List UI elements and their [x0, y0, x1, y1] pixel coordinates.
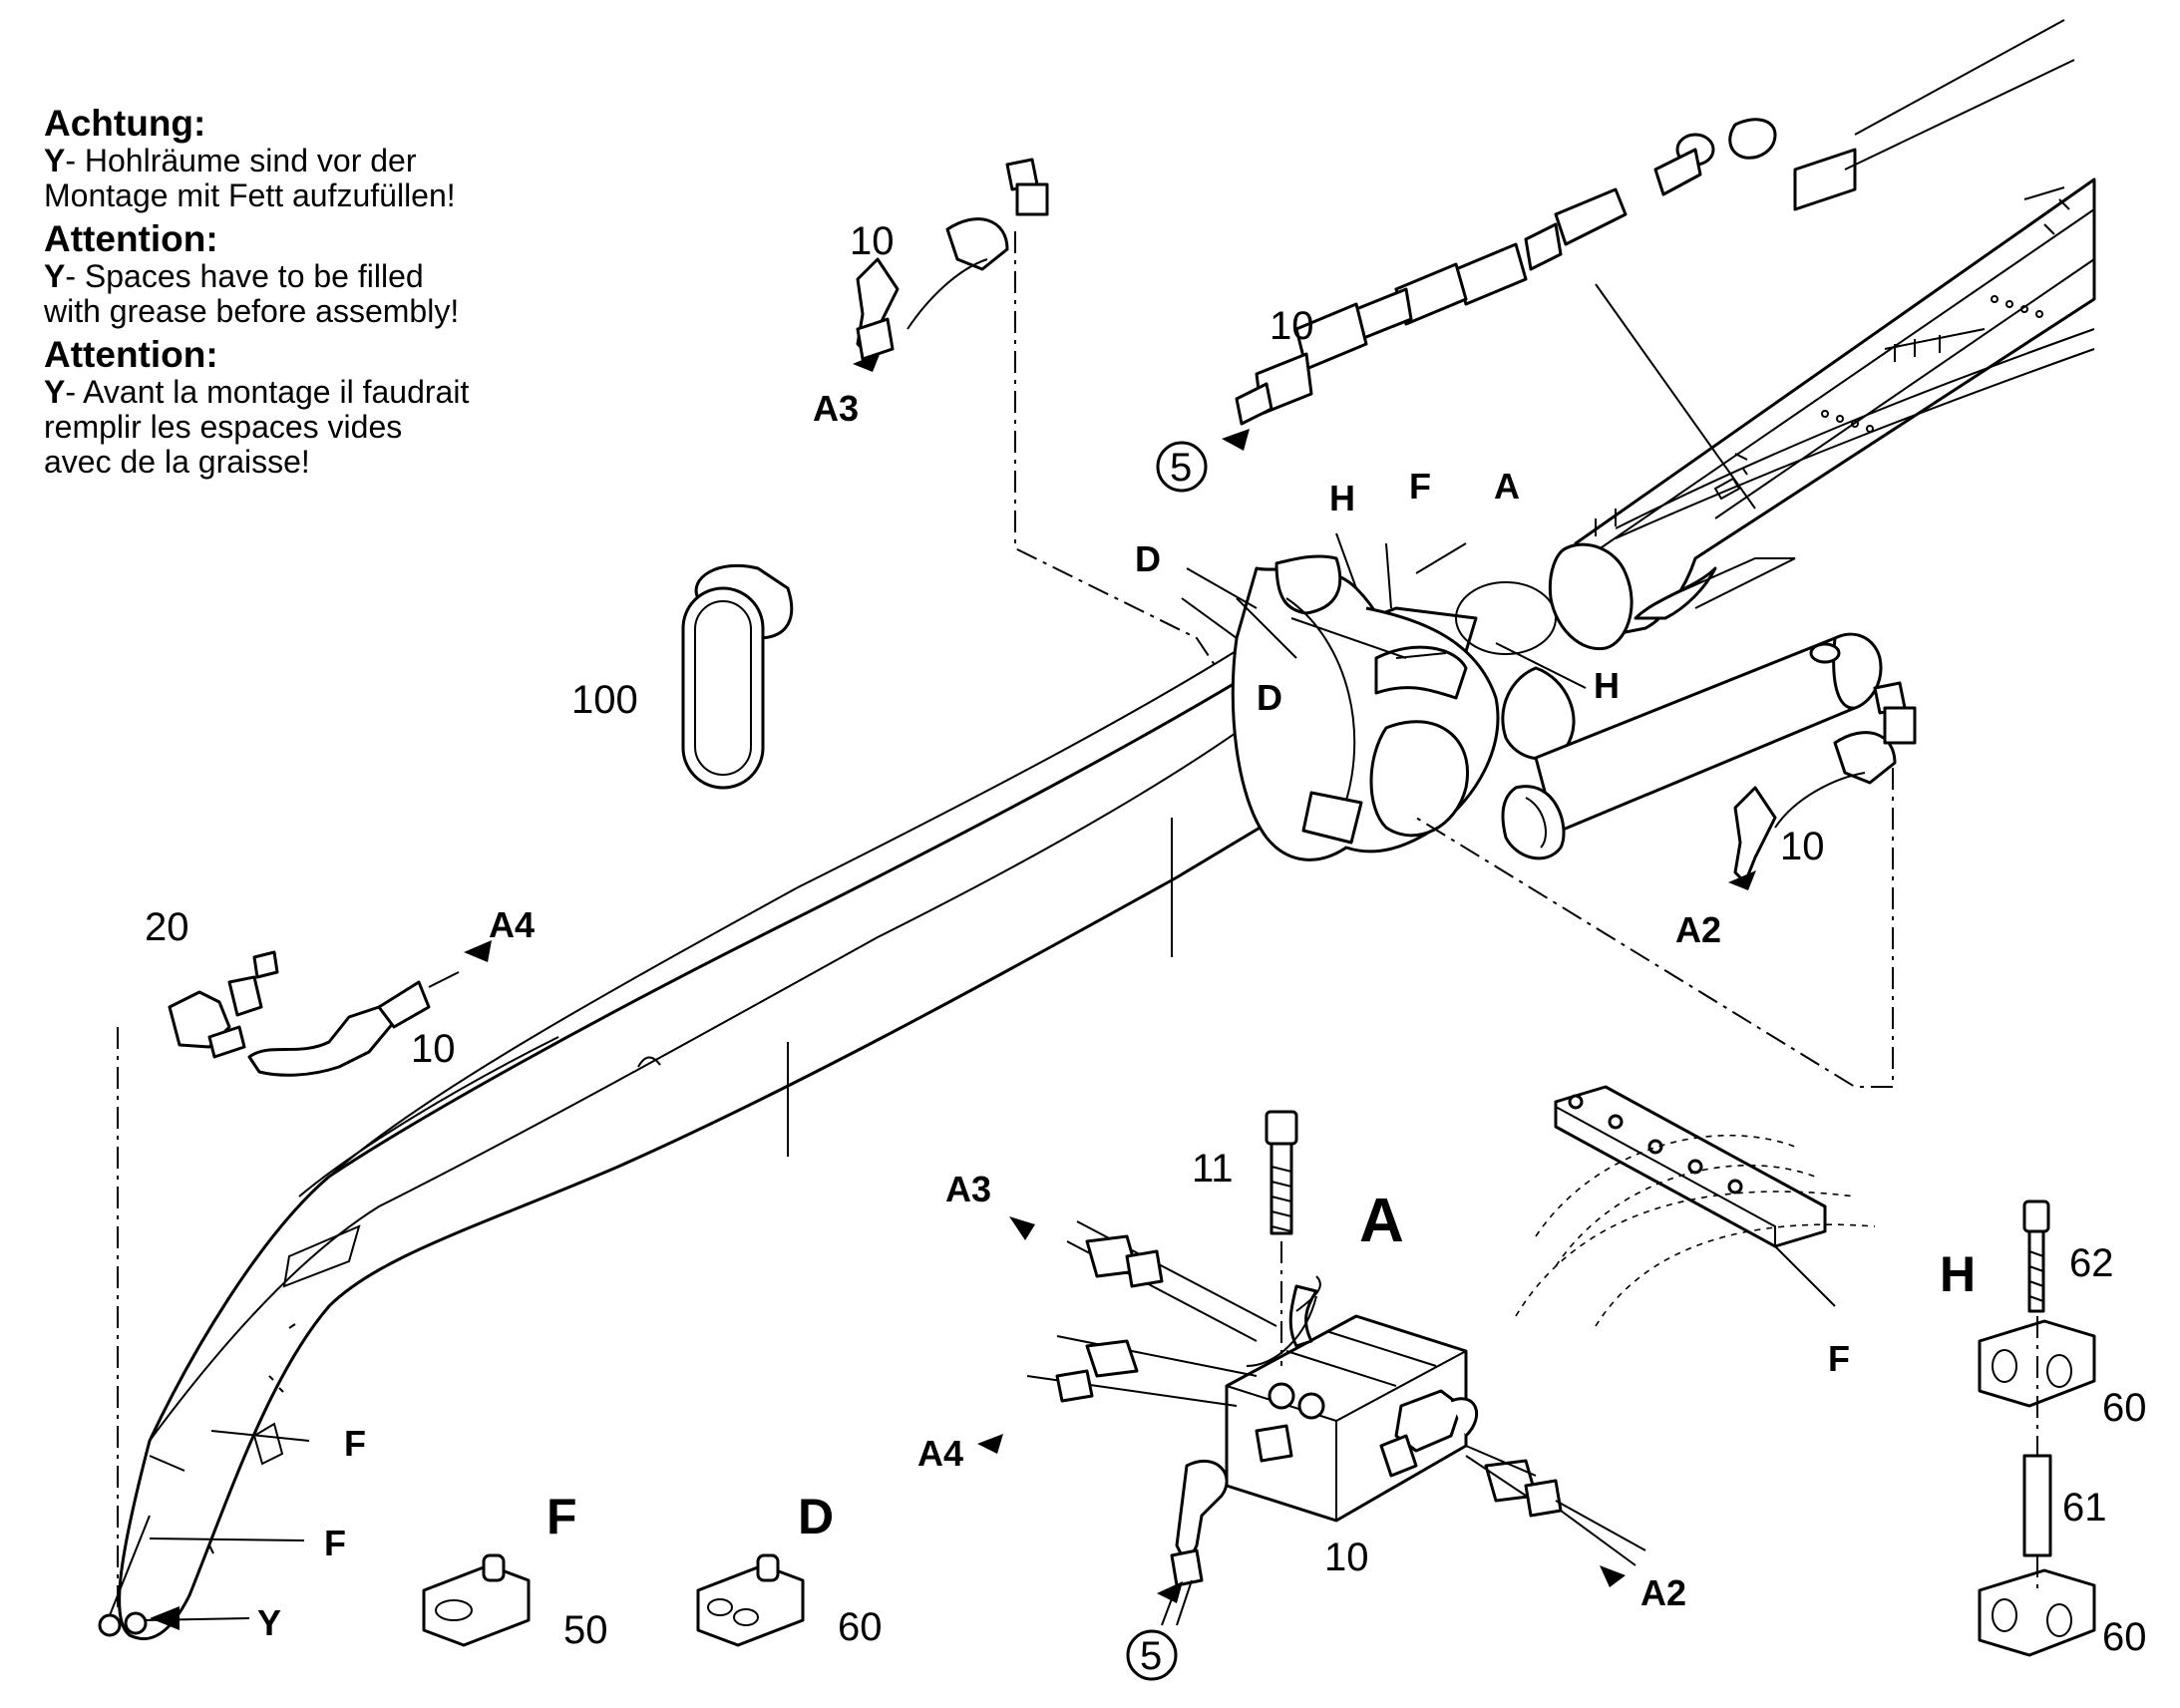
note-text: avec de la graisse! [44, 444, 310, 480]
label-a4: A4 [489, 904, 535, 945]
label-part-60: 60 [2102, 1386, 2147, 1430]
detail-label-h: H [1940, 1246, 1976, 1302]
label-a2: A2 [1640, 1572, 1686, 1613]
clamp-f-50 [422, 1553, 531, 1647]
note-marker: Y [44, 143, 66, 178]
note-marker: Y [44, 374, 66, 410]
assembly-notes: Achtung: Y- Hohlräume sind vor der Monta… [44, 98, 602, 480]
label-part-10: 10 [1324, 1536, 1369, 1579]
fitting-a3 [856, 158, 1049, 361]
detail-label-d: D [798, 1489, 834, 1544]
label-part-10: 10 [850, 219, 895, 263]
label-a2: A2 [1675, 909, 1721, 950]
label-part-10: 10 [1270, 304, 1314, 348]
label-a3: A3 [813, 388, 859, 429]
label-a3: A3 [945, 1169, 991, 1209]
hydraulic-cylinder [1501, 632, 1883, 860]
label-a4: A4 [917, 1433, 963, 1474]
callout-circle [1126, 1629, 1178, 1681]
label-f: F [324, 1523, 346, 1563]
note-french: Attention: Y- Avant la montage il faudra… [44, 335, 602, 480]
note-marker: Y [44, 258, 66, 294]
grease-bag-100 [681, 563, 794, 790]
note-text: remplir les espaces vides [44, 409, 403, 445]
label-part-10: 10 [411, 1027, 456, 1071]
note-text: - Avant la montage il faudrait [65, 374, 470, 410]
note-text: - Spaces have to be filled [65, 258, 424, 294]
part-labels: 10 10 10 10 10 5 5 100 20 11 50 60 60 60… [145, 219, 2147, 1678]
leader-lines [117, 231, 2038, 1621]
note-german: Achtung: Y- Hohlräume sind vor der Monta… [44, 104, 602, 213]
label-f: F [344, 1423, 366, 1464]
rail-f-detail [1515, 1085, 1876, 1327]
note-text: Montage mit Fett aufzufüllen! [44, 177, 456, 213]
detail-label-a: A [1359, 1187, 1404, 1255]
label-part-5: 5 [1140, 1634, 1162, 1678]
note-text: with grease before assembly! [44, 293, 460, 329]
upper-stick [1548, 177, 2096, 651]
note-heading: Attention: [44, 334, 218, 375]
distributor-block [1026, 1220, 1646, 1626]
label-part-20: 20 [145, 905, 189, 949]
detail-label-f: F [546, 1489, 577, 1544]
callout-circle [1156, 441, 1208, 493]
clamp-d-60 [696, 1553, 805, 1647]
label-h: H [1594, 665, 1620, 706]
label-part-62: 62 [2069, 1241, 2114, 1285]
label-part-10: 10 [1780, 825, 1825, 868]
label-h: H [1329, 478, 1355, 518]
boom-joint [1231, 554, 1576, 861]
top-fittings [1235, 19, 2075, 510]
label-f: F [1828, 1338, 1850, 1379]
label-part-100: 100 [571, 678, 638, 722]
label-part-61: 61 [2062, 1486, 2107, 1530]
note-english: Attention: Y- Spaces have to be filled w… [44, 219, 602, 329]
label-y: Y [257, 1602, 281, 1643]
fitting-20-a4 [168, 950, 460, 1077]
label-part-60: 60 [838, 1605, 883, 1649]
label-a: A [1494, 466, 1520, 507]
note-heading: Achtung: [44, 103, 206, 144]
flow-arrows [150, 352, 1756, 1630]
clamp-h-assembly [1978, 1199, 2096, 1657]
label-d: D [1135, 538, 1161, 579]
label-f: F [1409, 466, 1431, 507]
note-heading: Attention: [44, 218, 218, 259]
boom-arm [98, 606, 1478, 1641]
label-part-5: 5 [1170, 446, 1192, 490]
label-d: D [1257, 677, 1282, 718]
label-part-60: 60 [2102, 1615, 2147, 1659]
label-part-11: 11 [1192, 1147, 1234, 1191]
bolt-11 [1265, 1110, 1298, 1235]
note-text: - Hohlräume sind vor der [65, 143, 417, 178]
fitting-a2 [1733, 681, 1917, 884]
label-part-50: 50 [563, 1608, 608, 1652]
